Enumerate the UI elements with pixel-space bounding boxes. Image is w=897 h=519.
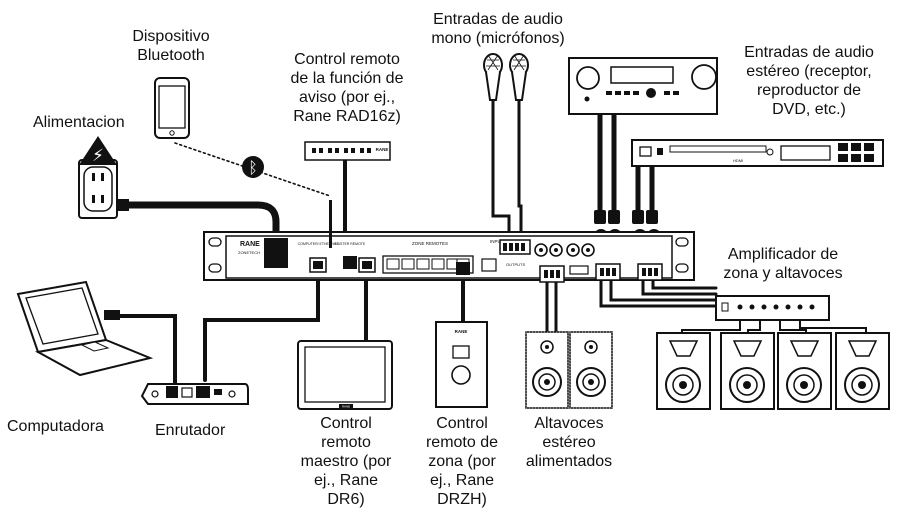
av-receiver [568, 57, 718, 115]
zonetech-rack-unit: RANE ZONETECH COMPUTER/ ETHERNET MASTER … [203, 200, 695, 283]
label-master-remote: Control remoto maestro (por ej., Rane DR… [300, 415, 392, 508]
svg-text:ZONETECH: ZONETECH [238, 250, 260, 255]
svg-text:RANE: RANE [376, 147, 389, 152]
label-powered-speakers: Altavoces estéreo alimentados [525, 415, 613, 470]
svg-text:RANE: RANE [455, 329, 468, 334]
laptop-icon [16, 280, 154, 377]
zone-speaker [656, 332, 711, 410]
zone-speaker [720, 332, 775, 410]
label-computer: Computadora [7, 418, 104, 435]
zone-speaker [777, 332, 832, 410]
svg-text:ᛒ: ᛒ [248, 158, 258, 177]
smartphone-icon [154, 77, 190, 139]
label-stereo-inputs: Entradas de audio estéreo (receptor, rep… [744, 44, 874, 118]
label-mono-inputs: Entradas de audio mono (micrófonos) [431, 11, 565, 47]
svg-text:INPUTS: INPUTS [490, 239, 507, 244]
label-power: Alimentacion [33, 114, 125, 131]
svg-text:OUTPUTS: OUTPUTS [506, 262, 525, 267]
bluetooth-icon: ᛒ [242, 156, 264, 178]
svg-text:RANE: RANE [342, 405, 350, 409]
master-remote-device: RANE [297, 340, 393, 410]
zone-amplifier [715, 295, 830, 321]
warning-icon: ⚡ [92, 146, 104, 166]
svg-text:MASTER REMOTE: MASTER REMOTE [335, 242, 366, 246]
label-router: Enrutador [155, 422, 226, 439]
zone-remote-device: RANE [435, 321, 488, 408]
label-zone-amplifier: Amplificador de zona y altavoces [723, 246, 843, 282]
microphone-icon [509, 53, 529, 101]
dvd-player: HDMI [631, 139, 884, 167]
power-outlet: ⚡ [78, 136, 129, 219]
microphone-icon [483, 53, 503, 101]
svg-text:HDMI: HDMI [733, 158, 743, 163]
svg-text:RANE: RANE [240, 241, 260, 248]
powered-speaker [569, 331, 613, 409]
zone-speaker [835, 332, 890, 410]
router-icon [140, 383, 249, 405]
svg-text:COMPUTER/ ETHERNET: COMPUTER/ ETHERNET [298, 242, 340, 246]
paging-remote-device: RANE [304, 141, 391, 161]
label-zone-remote: Control remoto de zona (por ej., Rane DR… [425, 415, 499, 508]
label-paging-remote: Control remoto de la función de aviso (p… [290, 51, 404, 125]
svg-text:ZONE REMOTES: ZONE REMOTES [412, 241, 448, 246]
label-bluetooth-device: Dispositivo Bluetooth [132, 28, 210, 64]
powered-speaker [525, 331, 569, 409]
